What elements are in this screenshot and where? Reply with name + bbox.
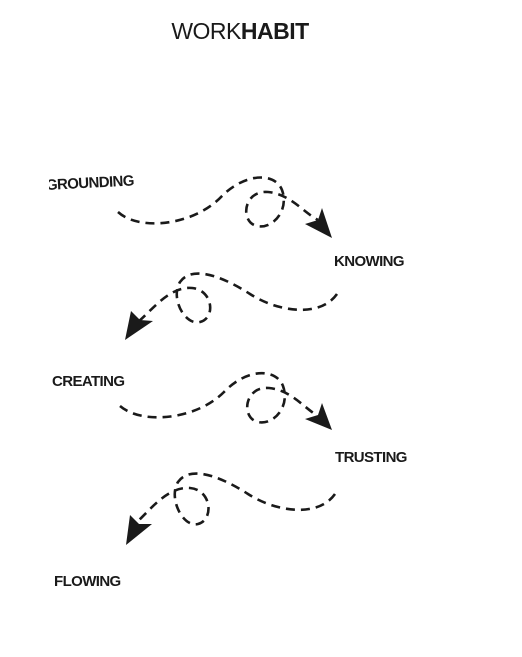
dashed-path: [136, 472, 337, 526]
dashed-path: [137, 272, 339, 324]
title-bold-word: HABIT: [240, 18, 309, 44]
stage-label-creating: CREATING: [52, 373, 125, 390]
stage-label-trusting: TRUSTING: [335, 449, 407, 466]
connector-creating-to-trusting: [119, 371, 332, 430]
arrow-head-icon: [126, 515, 152, 545]
connector-knowing-to-creating: [125, 272, 339, 340]
stage-label-knowing: KNOWING: [334, 253, 405, 270]
arrow-head-icon: [305, 403, 332, 430]
dashed-path: [119, 371, 319, 424]
connector-trusting-to-flowing: [126, 472, 337, 545]
edge-mask: [0, 170, 49, 204]
arrow-head-icon: [125, 311, 153, 340]
connector-grounding-to-knowing: [117, 176, 332, 238]
dashed-path: [117, 176, 319, 228]
title-light-word: WORK: [171, 18, 241, 44]
arrow-head-icon: [305, 208, 332, 238]
page-title: WORKHABIT: [0, 18, 480, 45]
stage-label-flowing: FLOWING: [54, 573, 121, 590]
